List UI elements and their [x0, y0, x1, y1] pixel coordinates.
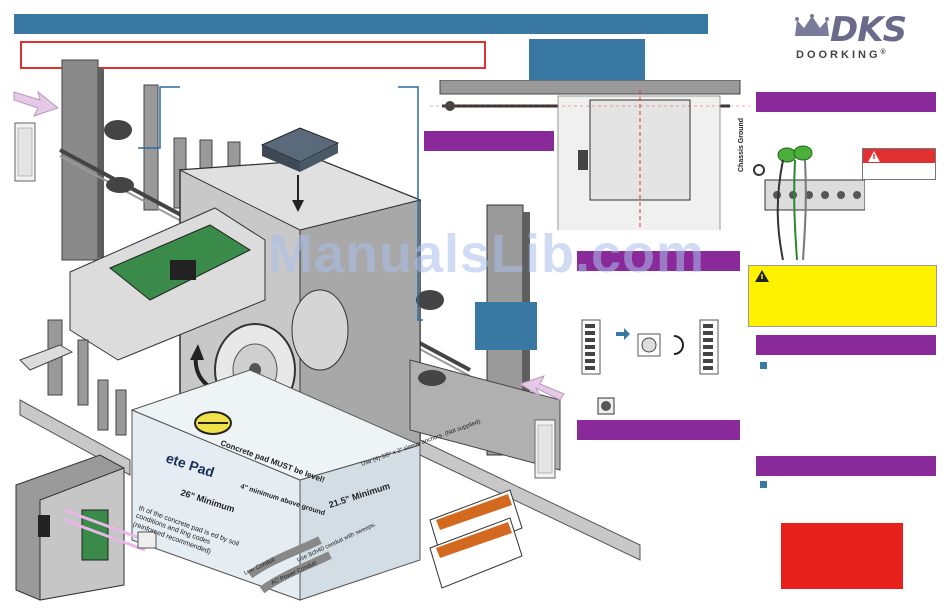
warning-box	[748, 265, 937, 327]
logo-doorking: DOORKING®	[796, 49, 889, 61]
module-box	[260, 127, 340, 212]
warning-stickers	[429, 489, 523, 589]
terminal-wiring	[753, 145, 865, 261]
warning-triangle-icon	[755, 270, 769, 282]
title-bar	[14, 14, 708, 34]
arrow-right-pink	[518, 375, 565, 401]
inset-fence-left	[19, 319, 127, 436]
bullet-square	[760, 362, 767, 369]
control-board	[69, 207, 266, 361]
callout-line-right	[398, 86, 423, 321]
conduits	[247, 536, 332, 594]
blue-label-box-mid	[475, 302, 537, 350]
red-panel	[781, 523, 903, 589]
chassis-ground-label: Chassis Ground	[738, 117, 745, 172]
watermark: ManualsLib.com	[268, 224, 706, 284]
caution-label	[862, 148, 936, 180]
dip-switch-diagram	[581, 319, 719, 415]
gate-top-view	[430, 80, 750, 230]
section-header-6	[756, 456, 936, 476]
bullet-square	[760, 481, 767, 488]
section-header-1	[424, 131, 554, 151]
frame-base-right	[409, 359, 561, 471]
section-header-2	[577, 251, 740, 271]
warning-triangle-icon	[868, 151, 880, 162]
floor-track	[419, 439, 641, 561]
sprockets	[104, 120, 446, 386]
keypad-right	[534, 419, 556, 479]
section-header-4	[756, 92, 936, 112]
arrow-left-pink	[13, 90, 60, 117]
concrete-pad	[130, 369, 422, 601]
logo-dks: DKS	[830, 10, 907, 50]
rotate-arrow-icon	[673, 335, 684, 355]
section-header-5	[756, 335, 936, 355]
arrow-right-icon	[616, 328, 630, 340]
inset-operator-view	[15, 454, 157, 601]
crown-icon	[795, 14, 829, 36]
level-tool	[194, 411, 232, 435]
keypad-left	[14, 122, 36, 182]
callout-line-left	[138, 86, 180, 149]
section-header-3	[577, 420, 740, 440]
blue-label-box	[529, 39, 645, 81]
